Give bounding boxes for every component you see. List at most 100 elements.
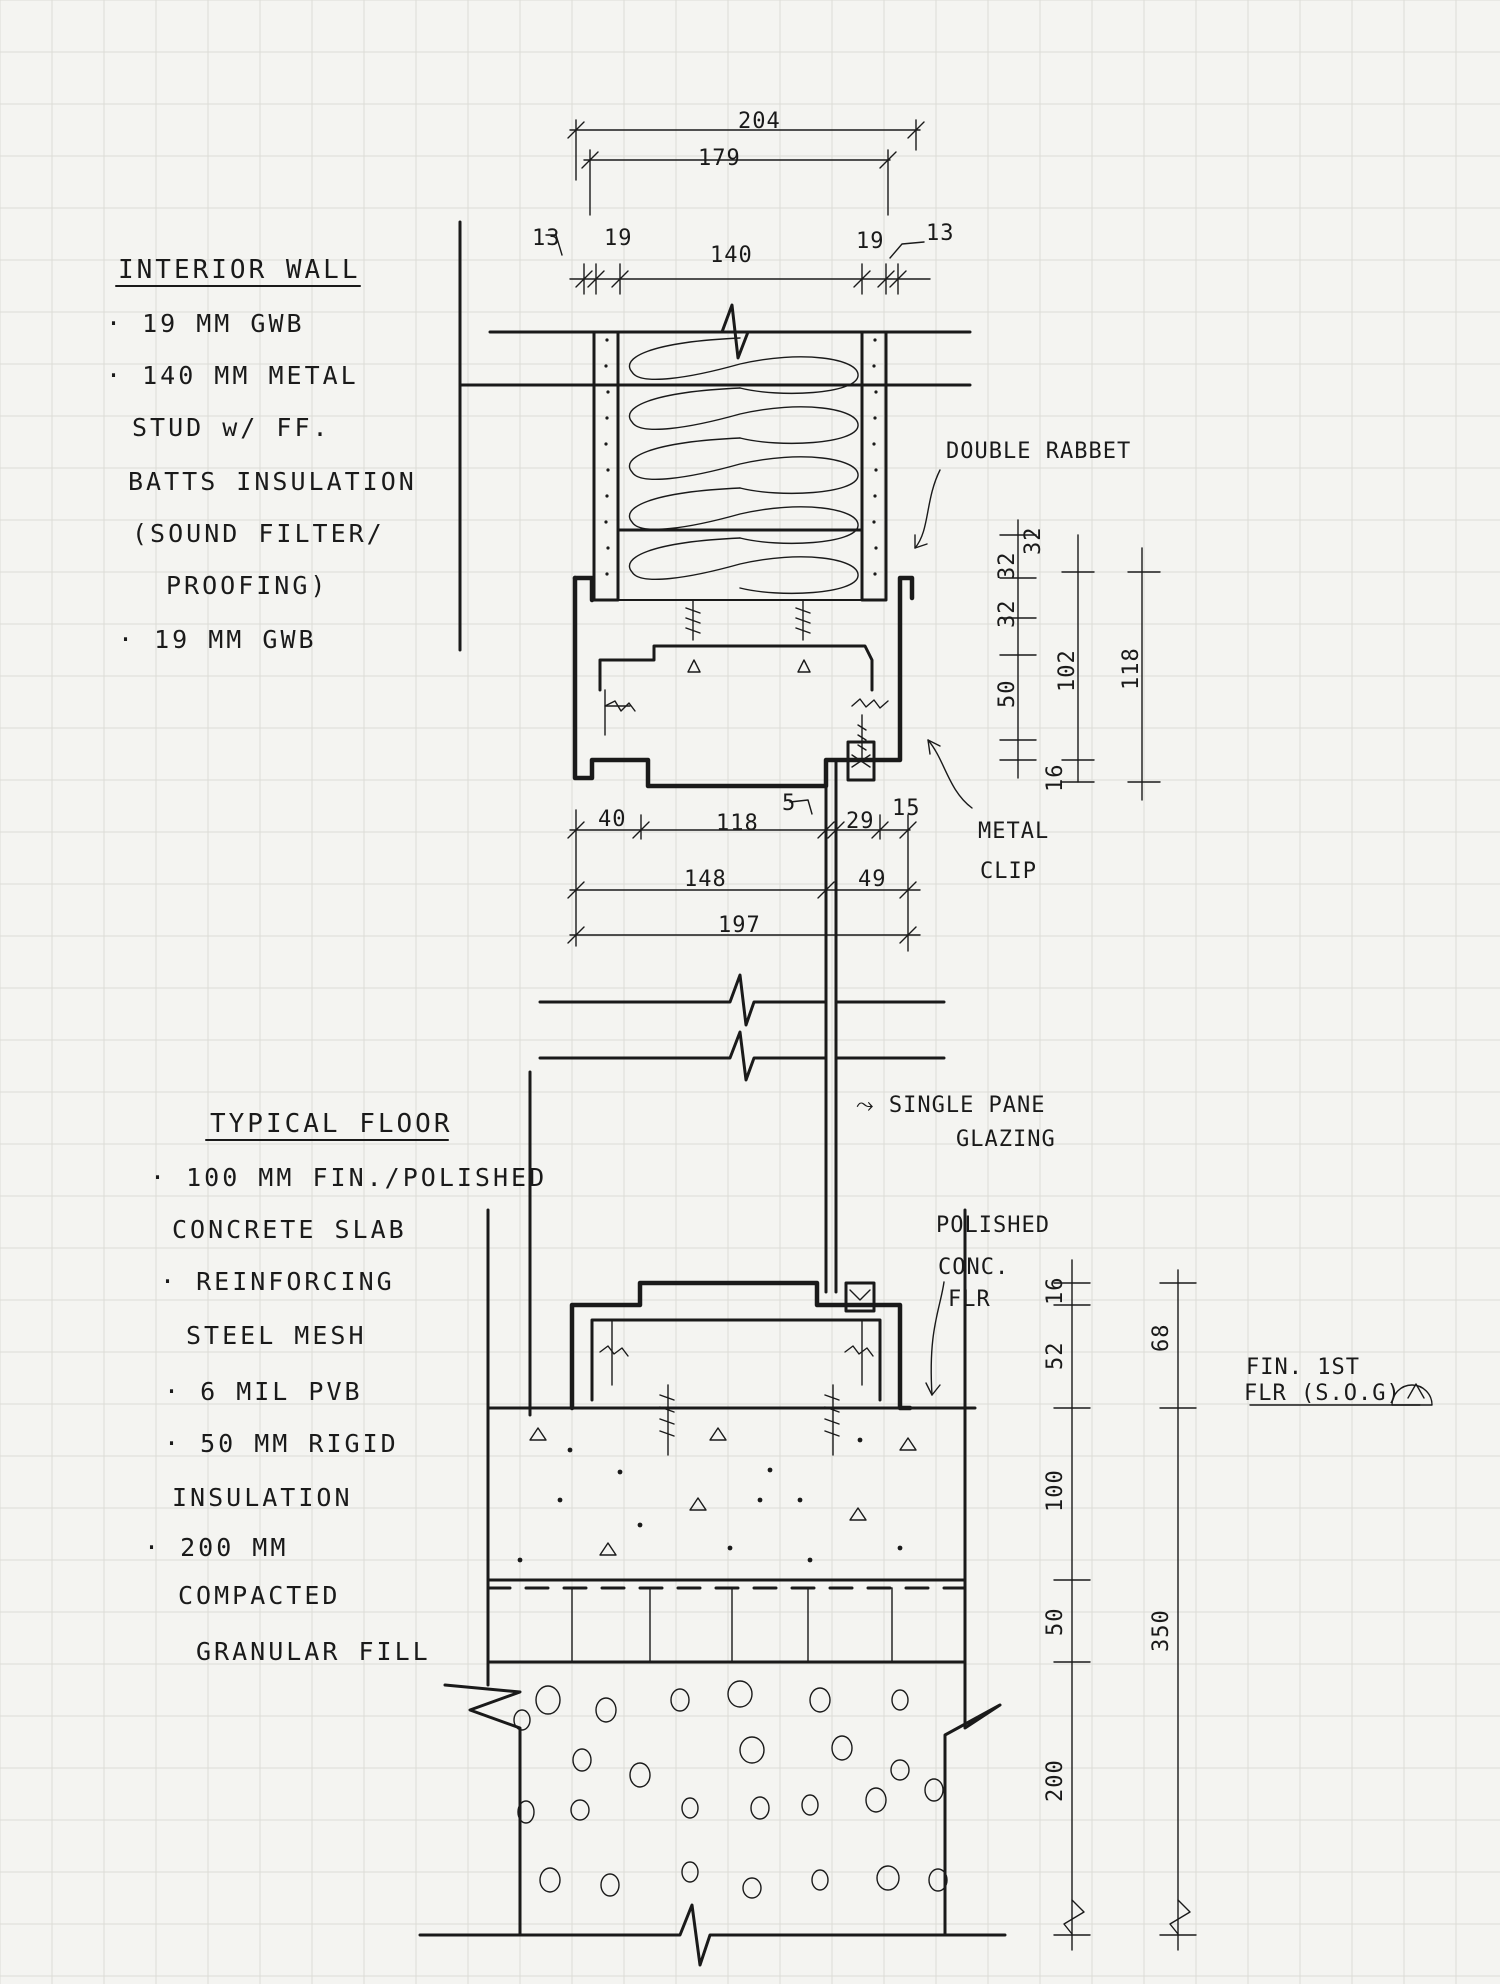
typical-floor-item: · 50 MM RIGID <box>164 1429 399 1458</box>
dim-label: 140 <box>710 243 753 268</box>
concrete-speck <box>637 1522 643 1528</box>
concrete-aggregate <box>599 1542 617 1556</box>
frame-inner-profile <box>598 644 874 692</box>
gwb-speck <box>873 572 877 576</box>
gwb-speck <box>604 520 608 524</box>
concrete-speck <box>857 1437 863 1443</box>
break-mark <box>538 1030 828 1082</box>
gwb-speck <box>873 416 877 420</box>
dim-label: 52 <box>1043 1342 1068 1371</box>
typical-floor-item: CONCRETE SLAB <box>172 1215 407 1244</box>
batt-insulation-loop <box>628 487 859 545</box>
gravel-stone <box>595 1697 617 1723</box>
concrete-speck <box>757 1497 763 1503</box>
gwb-speck <box>872 364 876 368</box>
gravel-stone <box>517 1800 535 1824</box>
gravel-stone <box>727 1680 753 1708</box>
dim-leaders <box>789 799 813 815</box>
typical-floor-item: · 200 MM <box>144 1533 288 1562</box>
gravel-stone <box>513 1709 531 1731</box>
batt-insulation-loop <box>628 537 859 595</box>
section-break-lines <box>538 973 946 1082</box>
gravel-stone <box>811 1869 829 1891</box>
dim-label: 204 <box>738 109 781 134</box>
interior-wall-item: · 19 MM GWB <box>118 625 317 654</box>
concrete-speck <box>807 1557 813 1563</box>
dimension-lines <box>545 119 1433 1951</box>
fastener-screw <box>795 599 811 641</box>
metal-clip-label: CLIP <box>980 859 1037 884</box>
gravel-stone <box>742 1877 762 1899</box>
break-mark-right <box>943 1683 1002 1937</box>
polished-floor-leader <box>930 1281 945 1396</box>
dim-label: 16 <box>1043 1277 1068 1306</box>
break-mark <box>708 303 762 360</box>
dim-label: 13 <box>532 226 561 251</box>
batt-insulation-loop <box>628 337 859 395</box>
batt-insulation <box>604 337 878 595</box>
gravel-stone <box>750 1796 770 1820</box>
gravel-stone <box>739 1736 765 1764</box>
gwb-speck <box>873 494 877 498</box>
interior-wall-item: · 19 MM GWB <box>106 309 305 338</box>
floor-section <box>418 1070 1007 1967</box>
interior-wall-item: BATTS INSULATION <box>128 467 417 496</box>
dim-label: 32 <box>995 600 1020 629</box>
dim-label: 200 <box>1043 1759 1068 1802</box>
concrete-speck <box>797 1497 803 1503</box>
gwb-board-left <box>592 330 620 602</box>
wall-section <box>458 220 973 809</box>
glazing-stop <box>846 740 876 782</box>
metal-clip-arrowhead <box>927 739 941 755</box>
spring-clip-coil <box>604 698 889 712</box>
gravel-stone <box>876 1865 900 1891</box>
double-rabbet-leader <box>914 469 941 549</box>
fastener-screw <box>857 714 867 761</box>
frame-sill-inner <box>590 1318 882 1402</box>
dim-label: 50 <box>995 680 1020 709</box>
fin-floor-label: FLR (S.O.G) <box>1244 1381 1401 1406</box>
typical-floor-item: INSULATION <box>172 1483 353 1512</box>
fastener-screw <box>685 599 701 641</box>
dim-ticks <box>567 121 925 169</box>
spring-clip-coil <box>599 1345 874 1357</box>
level-symbol <box>1391 1384 1433 1406</box>
gravel-stone <box>600 1873 620 1897</box>
glazing-stop <box>844 1281 876 1313</box>
concrete-aggregate <box>529 1427 547 1441</box>
gravel-stone <box>928 1868 948 1892</box>
fin-floor-label: FIN. 1ST <box>1246 1355 1360 1380</box>
dimension-text: 204 179 13 19 140 19 13 32 32 32 50 16 1… <box>532 109 1174 1802</box>
dim-label: 13 <box>926 221 955 246</box>
callout-labels: DOUBLE RABBET METAL CLIP ⤳ SINGLE PANE G… <box>856 439 1401 1406</box>
level-marker <box>1407 1383 1425 1399</box>
polished-floor-label: CONC. <box>938 1255 1009 1280</box>
concrete-speck <box>557 1497 563 1503</box>
gwb-speck <box>604 442 608 446</box>
gwb-speck <box>873 338 877 342</box>
gwb-speck <box>606 468 610 472</box>
gwb-speck <box>606 390 610 394</box>
typical-floor-item: · 6 MIL PVB <box>164 1377 363 1406</box>
dim-label: 29 <box>846 809 875 834</box>
gwb-speck <box>604 364 608 368</box>
break-mark-bottom <box>418 1903 1007 1967</box>
glazing-stop-hatch <box>851 754 871 768</box>
gravel-stone <box>891 1689 909 1711</box>
dim-label: 50 <box>1043 1608 1068 1637</box>
dim-label: 19 <box>856 229 885 254</box>
typical-floor-notes: TYPICAL FLOOR · 100 MM FIN./POLISHED CON… <box>144 1109 544 1666</box>
dim-label: 118 <box>716 811 759 836</box>
batt-insulation-loop <box>628 387 859 445</box>
metal-clip-label: METAL <box>978 819 1049 844</box>
double-rabbet-arrowhead <box>914 534 928 549</box>
dim-ticks <box>1053 1282 1197 1936</box>
gwb-speck <box>874 390 878 394</box>
concrete-speck <box>617 1469 623 1475</box>
dim-label: 40 <box>598 807 627 832</box>
gravel-stone <box>831 1735 853 1761</box>
interior-wall-notes: INTERIOR WALL · 19 MM GWB · 140 MM METAL… <box>106 255 417 654</box>
glazing-label: GLAZING <box>956 1127 1056 1152</box>
gravel-stone <box>809 1687 831 1713</box>
gravel-stone <box>570 1799 590 1821</box>
